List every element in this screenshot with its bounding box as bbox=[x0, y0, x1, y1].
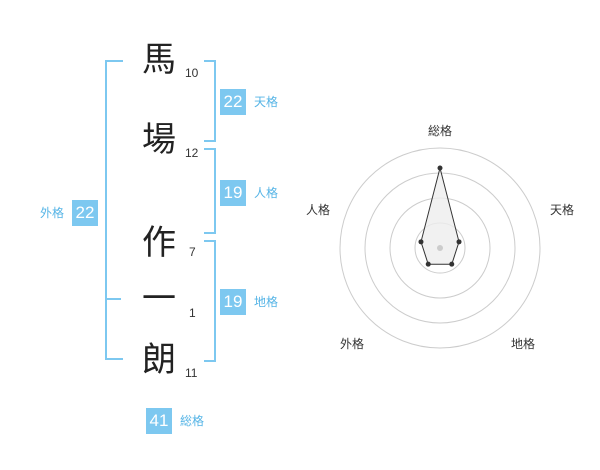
radar-axis-label-soukaku: 総格 bbox=[428, 124, 453, 138]
gaikaku-bracket-top bbox=[105, 60, 123, 300]
stroke-count-2: 12 bbox=[185, 146, 199, 160]
radar-point-1 bbox=[437, 165, 443, 171]
radar-point-5 bbox=[418, 239, 424, 245]
soukaku-label: 総格 bbox=[180, 414, 205, 428]
radar-axis-label-tenkaku: 天格 bbox=[550, 203, 575, 217]
radar-data-polygon bbox=[420, 167, 460, 265]
tenkaku-label: 天格 bbox=[254, 95, 279, 109]
chikaku-badge: 19 bbox=[220, 289, 246, 315]
radar-center-dot bbox=[437, 245, 443, 251]
radar-point-2 bbox=[456, 239, 462, 245]
gaikaku-label: 外格 bbox=[40, 206, 65, 220]
radar-point-4 bbox=[425, 261, 431, 267]
name-char-3: 作 bbox=[142, 223, 176, 263]
chikaku-bracket bbox=[204, 240, 216, 362]
gaikaku-badge: 22 bbox=[72, 200, 98, 226]
soukaku-badge: 41 bbox=[146, 408, 172, 434]
jinkaku-label: 人格 bbox=[254, 186, 279, 200]
name-char-1: 馬 bbox=[142, 40, 176, 80]
gaikaku-bracket-bottom bbox=[105, 298, 123, 360]
radar-axis-label-chikaku: 地格 bbox=[511, 337, 536, 351]
stroke-count-1: 10 bbox=[185, 66, 199, 80]
stroke-count-5: 11 bbox=[185, 366, 198, 380]
stroke-count-3: 7 bbox=[189, 245, 196, 259]
chikaku-label: 地格 bbox=[254, 295, 279, 309]
name-char-5: 朗 bbox=[142, 340, 176, 380]
jinkaku-badge: 19 bbox=[220, 180, 246, 206]
radar-point-3 bbox=[449, 261, 455, 267]
name-char-2: 場 bbox=[142, 120, 176, 160]
tenkaku-badge: 22 bbox=[220, 89, 246, 115]
jinkaku-bracket bbox=[204, 148, 216, 234]
name-char-4: 一 bbox=[142, 279, 176, 319]
radar-axis-label-jinkaku: 人格 bbox=[306, 203, 331, 217]
radar-axis-label-gaikaku: 外格 bbox=[340, 337, 365, 351]
stroke-count-4: 1 bbox=[189, 306, 196, 320]
gaikaku-bracket-mid-tick bbox=[105, 298, 121, 300]
radar-ring-4 bbox=[339, 147, 541, 349]
tenkaku-bracket bbox=[204, 60, 216, 142]
